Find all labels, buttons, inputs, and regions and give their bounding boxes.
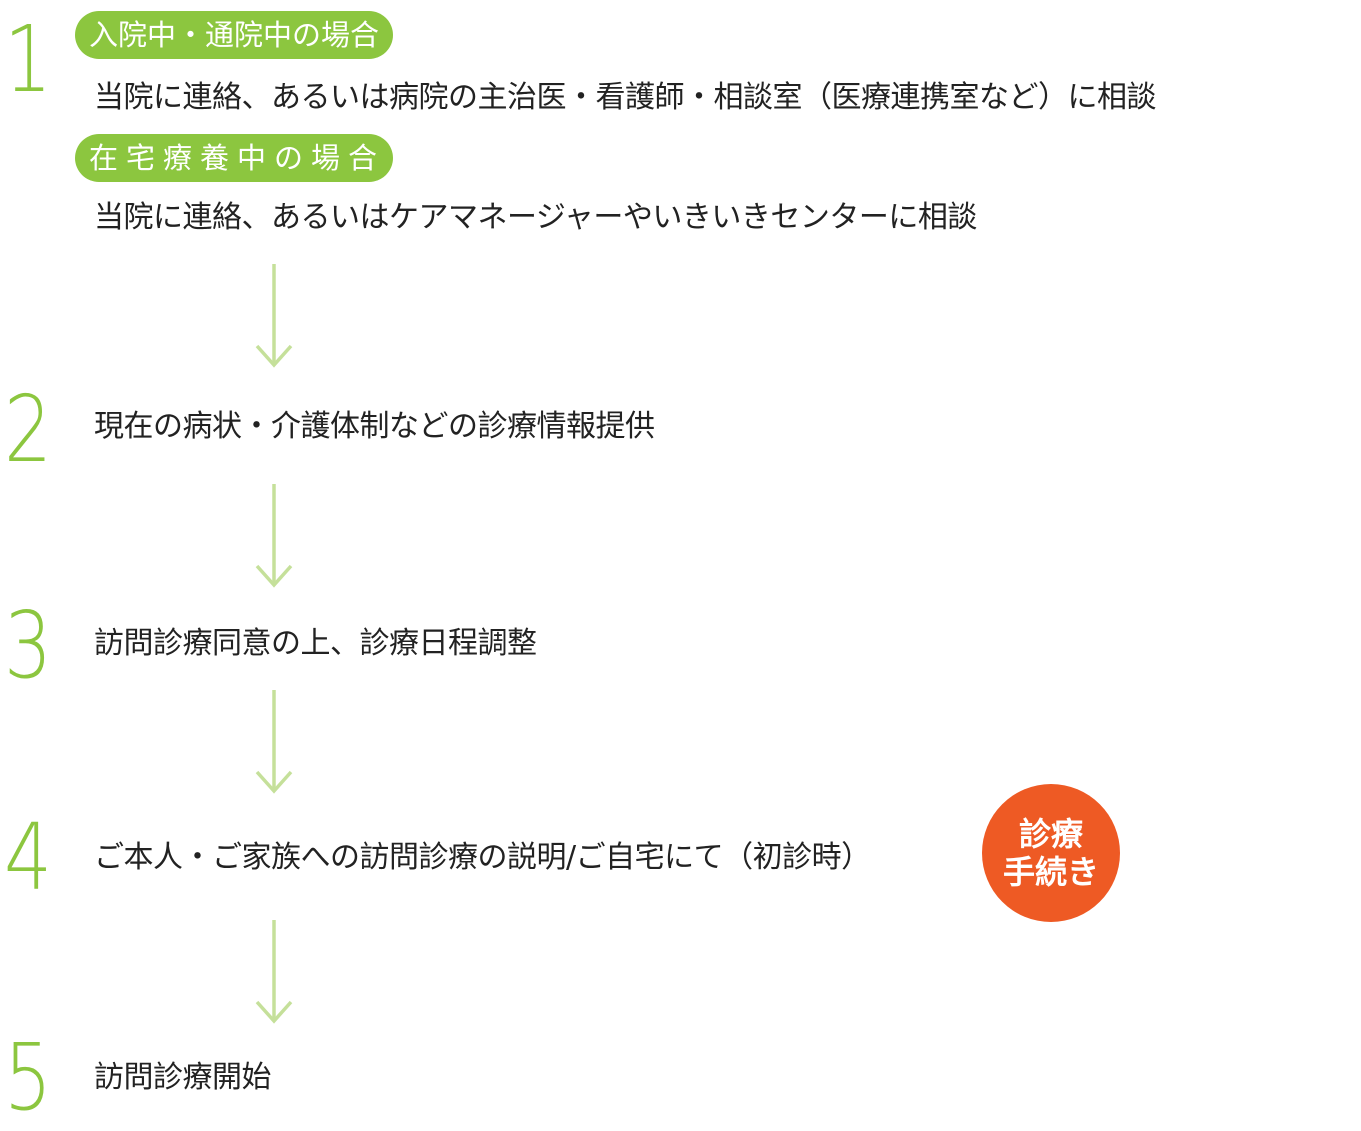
label-inpatient-outpatient: 入院中・通院中の場合 [75,11,394,59]
step-3-text: 訪問診療同意の上、診療日程調整 [94,626,537,661]
step-2-text: 現在の病状・介護体制などの診療情報提供 [94,409,655,444]
arrow-down-icon [254,264,294,368]
step-number-3: 3 [4,592,53,699]
arrow-down-icon [254,920,294,1024]
step-number-4: 4 [4,804,53,911]
step-1-text-inpatient: 当院に連絡、あるいは病院の主治医・看護師・相談室（医療連携室など）に相談 [94,80,1157,115]
procedure-badge: 診療 手続き [982,784,1120,922]
step-number-1: 1 [4,6,53,113]
arrow-down-icon [254,690,294,794]
step-5-text: 訪問診療開始 [94,1060,272,1095]
step-number-2: 2 [4,376,53,483]
step-4-text: ご本人・ご家族への訪問診療の説明/ご自宅にて（初診時） [94,840,871,875]
step-1-text-home-care: 当院に連絡、あるいはケアマネージャーやいきいきセンターに相談 [94,200,977,235]
label-home-care: 在宅療養中の場合 [75,134,394,182]
badge-line-1: 診療 [1018,815,1083,853]
arrow-down-icon [254,484,294,588]
badge-line-2: 手続き [1002,853,1099,891]
step-number-5: 5 [4,1024,53,1131]
